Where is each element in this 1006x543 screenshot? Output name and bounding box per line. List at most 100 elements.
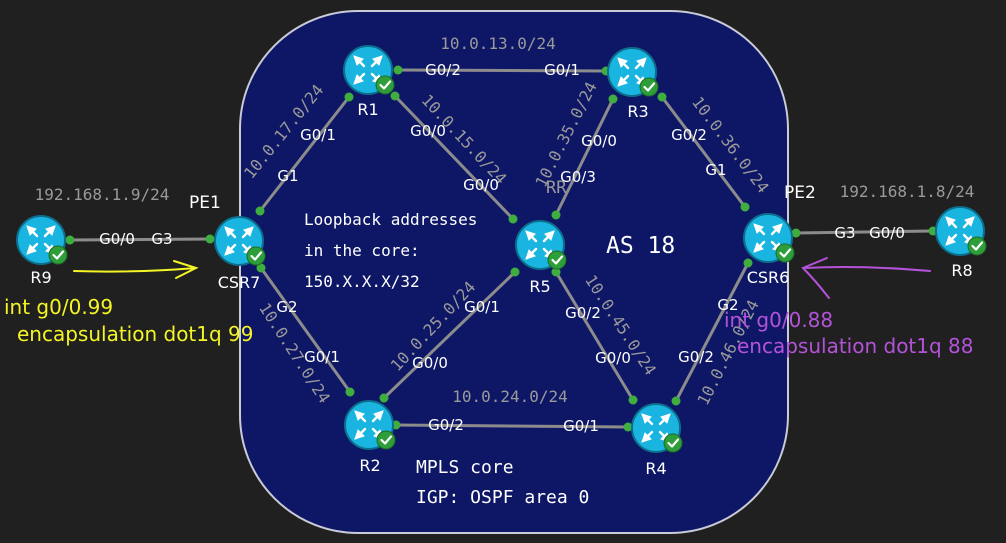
right-annotation-line2: encapsulation dot1q 88 <box>737 334 974 358</box>
port-dot <box>740 202 750 212</box>
interface-label: G0/1 <box>464 298 500 316</box>
pe1-label: PE1 <box>189 193 221 213</box>
router-r3[interactable] <box>606 46 660 98</box>
router-label: R9 <box>30 268 51 287</box>
router-r5[interactable] <box>514 219 568 271</box>
port-dot <box>791 228 801 238</box>
router-r2[interactable] <box>343 399 397 451</box>
router-csr6[interactable] <box>742 212 796 264</box>
status-ok-icon <box>374 74 396 96</box>
link-r5-r4[interactable] <box>554 271 635 401</box>
status-ok-icon <box>774 242 796 264</box>
loopback-note-line2: in the core: <box>304 241 420 260</box>
status-ok-icon <box>966 235 988 257</box>
router-csr7[interactable] <box>213 215 267 267</box>
subnet-label: 192.168.1.8/24 <box>840 182 975 201</box>
router-label: R1 <box>357 100 378 119</box>
interface-label: G0/2 <box>428 416 464 434</box>
port-dot <box>65 235 75 245</box>
status-ok-icon <box>245 245 267 267</box>
port-dot <box>255 206 265 216</box>
port-dot <box>393 65 403 75</box>
subnet-label: 192.168.1.9/24 <box>35 185 170 204</box>
link-csr7-r2[interactable] <box>259 267 352 393</box>
interface-label: G0/0 <box>869 224 905 242</box>
router-r8[interactable] <box>934 205 988 257</box>
interface-label: G0/0 <box>410 122 446 140</box>
status-ok-icon <box>546 249 568 271</box>
port-dot <box>671 396 681 406</box>
left-annotation-line1: int g0/0.99 <box>4 295 113 319</box>
interface-label: G3 <box>834 224 855 242</box>
port-dot <box>657 92 667 102</box>
link-r1-r3[interactable] <box>397 68 607 73</box>
loopback-note-line1: Loopback addresses <box>304 210 477 229</box>
status-ok-icon <box>662 432 684 454</box>
status-ok-icon <box>375 429 397 451</box>
status-ok-icon <box>47 244 69 266</box>
interface-label: G0/1 <box>563 417 599 435</box>
interface-label: G0/0 <box>463 176 499 194</box>
interface-label: G0/0 <box>595 349 631 367</box>
port-dot <box>344 92 354 102</box>
router-label: R4 <box>645 459 666 478</box>
subnet-label: 10.0.24.0/24 <box>452 387 568 406</box>
subnet-label: 10.0.13.0/24 <box>440 34 556 53</box>
right-annotation-arrow <box>801 257 931 299</box>
as-label: AS 18 <box>606 233 675 259</box>
links-layer <box>65 65 938 432</box>
interface-label: G2 <box>276 298 297 316</box>
link-csr6-r4[interactable] <box>674 262 750 402</box>
router-label: CSR6 <box>747 268 790 287</box>
route-reflector-label: RR <box>546 178 567 198</box>
router-label: R3 <box>627 102 648 121</box>
interface-label: G0/1 <box>304 348 340 366</box>
router-r1[interactable] <box>342 44 396 96</box>
interface-label: G0/1 <box>544 61 580 79</box>
port-dot <box>508 214 518 224</box>
interface-label: G0/2 <box>565 304 601 322</box>
port-dot <box>551 267 561 277</box>
link-r9-csr7[interactable] <box>69 237 211 242</box>
interface-label: G0/0 <box>412 354 448 372</box>
right-annotation-line1: int g0/0.88 <box>724 308 833 332</box>
router-label: R2 <box>359 456 380 475</box>
link-csr6-r8[interactable] <box>795 229 934 235</box>
link-r1-r5[interactable] <box>393 94 515 221</box>
port-dot <box>743 258 753 268</box>
link-r2-r4[interactable] <box>395 423 629 429</box>
router-r4[interactable] <box>630 402 684 454</box>
link-r3-csr6[interactable] <box>660 96 747 208</box>
port-dot <box>510 267 520 277</box>
router-r9[interactable] <box>15 214 69 266</box>
port-dot <box>628 395 638 405</box>
interface-label: G0/2 <box>425 61 461 79</box>
interface-label: G1 <box>277 167 298 185</box>
router-label: R5 <box>529 277 550 296</box>
port-dot <box>390 91 400 101</box>
link-r1-csr7[interactable] <box>258 96 351 212</box>
port-dot <box>205 234 215 244</box>
port-dot <box>345 387 355 397</box>
interface-label: G0/2 <box>678 348 714 366</box>
port-dot <box>623 422 633 432</box>
port-dot <box>379 393 389 403</box>
router-label: CSR7 <box>218 273 261 292</box>
interface-label: G0/3 <box>560 168 596 186</box>
port-dot <box>256 263 266 273</box>
interface-label: G3 <box>151 230 172 248</box>
interface-label: G2 <box>717 296 738 314</box>
interface-label: G0/0 <box>581 132 617 150</box>
link-r3-r5[interactable] <box>554 98 615 216</box>
interface-label: G0/1 <box>300 126 336 144</box>
link-r5-r2[interactable] <box>382 270 517 400</box>
mpls-core-label: MPLS core <box>416 457 514 478</box>
igp-label: IGP: OSPF area 0 <box>416 487 589 508</box>
port-dot <box>551 210 561 220</box>
port-dot <box>608 94 618 104</box>
left-annotation-arrow <box>73 260 199 279</box>
